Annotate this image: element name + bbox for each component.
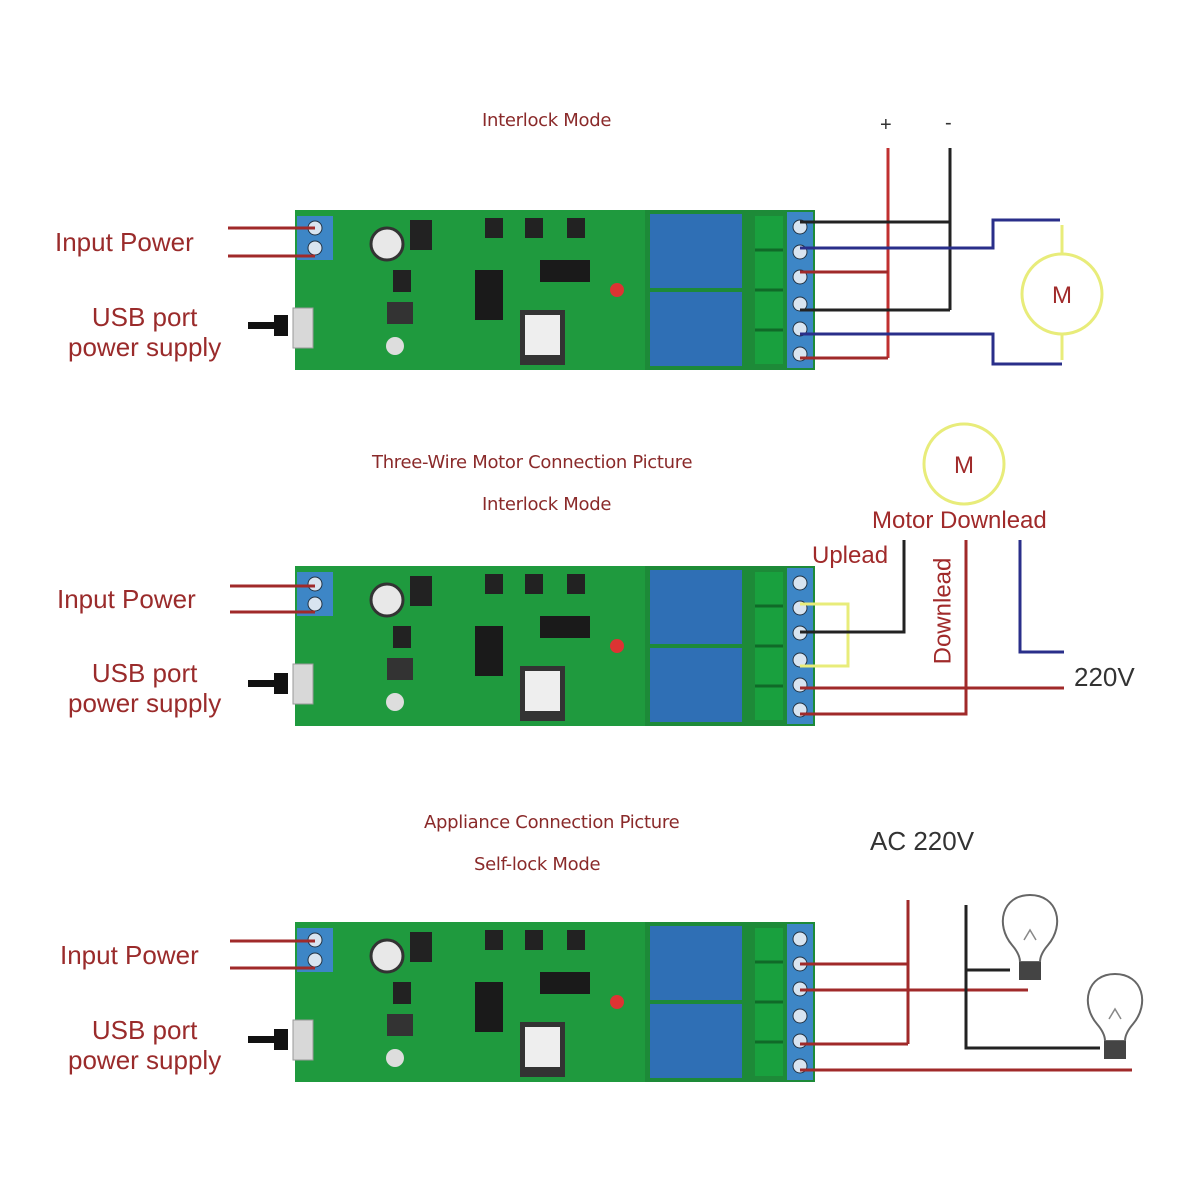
diagram1-input-wires bbox=[228, 226, 315, 258]
diagram3-usb-label: USB port power supply bbox=[68, 1015, 221, 1075]
relay-board-2 bbox=[291, 564, 817, 728]
diagram1-output-wires bbox=[800, 148, 1062, 366]
diagram1-title: Interlock Mode bbox=[482, 110, 612, 131]
usb-label-line1: USB port bbox=[91, 302, 198, 332]
usb-label-line1: USB port bbox=[91, 1015, 198, 1045]
plus-terminal-label: + bbox=[880, 114, 892, 136]
diagram3-title: Appliance Connection Picture bbox=[424, 812, 680, 833]
minus-terminal-label: - bbox=[945, 112, 952, 134]
motor-icon: M bbox=[1052, 282, 1072, 309]
diagram2-input-wires bbox=[230, 584, 315, 614]
diagram3-subtitle: Self-lock Mode bbox=[474, 854, 601, 875]
relay-board-1 bbox=[291, 208, 817, 372]
diagram1-usb-label: USB port power supply bbox=[68, 302, 221, 362]
diagram3-usb-cable bbox=[248, 1029, 288, 1050]
motor-downlead-label: Motor Downlead bbox=[872, 507, 1047, 534]
diagram3-input-wires bbox=[230, 939, 315, 970]
diagram2-title: Three-Wire Motor Connection Picture bbox=[372, 452, 693, 473]
diagram2-usb-label: USB port power supply bbox=[68, 658, 221, 718]
usb-label-line1: USB port bbox=[91, 658, 198, 688]
motor-icon: M bbox=[954, 452, 974, 479]
diagram1-usb-cable bbox=[248, 315, 288, 336]
uplead-label: Uplead bbox=[812, 542, 889, 569]
diagram2-motor bbox=[922, 422, 1006, 506]
diagram3-input-power-label: Input Power bbox=[60, 940, 199, 970]
diagram1-motor bbox=[1020, 225, 1104, 360]
diagram2-usb-cable bbox=[248, 673, 288, 694]
voltage-220v-label: 220V bbox=[1074, 662, 1135, 692]
diagram2-subtitle: Interlock Mode bbox=[482, 494, 612, 515]
usb-label-line2: power supply bbox=[68, 332, 222, 362]
light-bulb-icon bbox=[1001, 893, 1059, 980]
diagram2-input-power-label: Input Power bbox=[57, 584, 196, 614]
ac-220v-label: AC 220V bbox=[870, 826, 975, 856]
usb-label-line2: power supply bbox=[68, 688, 222, 718]
relay-board-3 bbox=[291, 920, 817, 1084]
diagram3-output-wires bbox=[800, 900, 1132, 1072]
diagram1-input-power-label: Input Power bbox=[55, 227, 194, 257]
usb-label-line2: power supply bbox=[68, 1045, 222, 1075]
diagram2-output-wires bbox=[800, 540, 1064, 716]
light-bulb-icon bbox=[1086, 972, 1144, 1059]
